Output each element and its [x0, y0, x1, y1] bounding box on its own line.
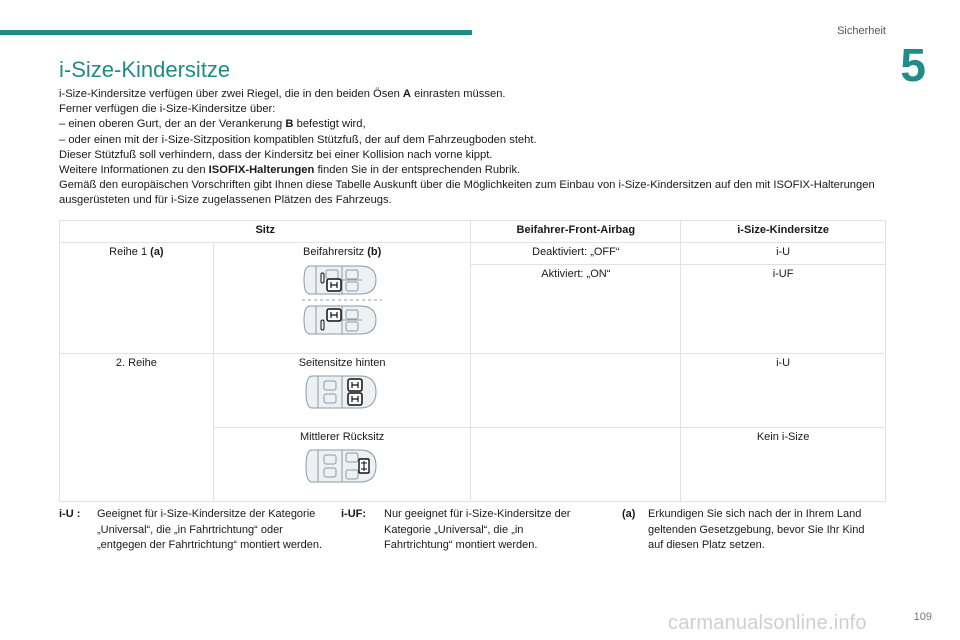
row2-side-isize: i-U [680, 353, 886, 428]
text: Weitere Informationen zu den [59, 164, 209, 177]
row2-middle-airbag [470, 427, 682, 502]
text: – einen oberen Gurt, der an der Veranker… [59, 118, 286, 131]
legend-text: Geeignet für i-Size-Kindersitze der Kate… [97, 508, 323, 551]
intro-paragraph: Weitere Informationen zu den ISOFIX-Halt… [59, 163, 899, 178]
table-row: Reihe 1 (a) Beifahrersitz (b) [59, 241, 886, 354]
intro-paragraph: – oder einen mit der i-Size-Sitzposition… [59, 133, 537, 146]
page-number: 109 [913, 611, 932, 623]
row1-seat: Beifahrersitz (b) [212, 242, 472, 354]
table-row: 2. Reihe Seitensitze hinten i-U [59, 353, 886, 502]
chapter-number: 5 [900, 39, 926, 91]
legend-text: Nur geeignet für i-Size-Kindersitze der … [384, 508, 571, 551]
row1-airbag-on: Aktiviert: „ON“ [470, 264, 682, 354]
chapter-accent-bar [0, 30, 472, 35]
table-row: Mittlerer Rücksitz Kein i-Size [60, 427, 886, 502]
page-title: i-Size-Kindersitze [59, 57, 231, 82]
table-row: Aktiviert: „ON“ i-UF [60, 264, 886, 354]
text: Reihe 1 [109, 246, 151, 258]
text: (a) [150, 246, 164, 258]
legend-key: i-U : [59, 508, 81, 520]
legend-text: Erkundigen Sie sich nach der in Ihrem La… [648, 508, 865, 551]
text: i-Size-Kindersitze verfügen über zwei Ri… [59, 88, 403, 100]
anchor-b-label: B [285, 118, 294, 131]
chapter-name: Sicherheit [837, 25, 886, 37]
anchor-a-label: A [402, 88, 411, 100]
car-seat-front-icon [302, 265, 383, 335]
intro-paragraph: Dieser Stützfuß soll verhindern, dass de… [59, 148, 493, 161]
isofix-link-text: ISOFIX-Halterungen [208, 164, 315, 177]
text: (b) [367, 246, 382, 258]
text: Beifahrersitz [303, 246, 368, 258]
text: befestigt wird, [293, 118, 366, 131]
row2-middle-seat: Mittlerer Rücksitz [212, 427, 472, 502]
text: finden Sie in der entsprechenden Rubrik. [314, 164, 521, 177]
row1-isize-on: i-UF [680, 264, 886, 354]
row1-label: Reihe 1 (a) [59, 242, 214, 354]
header-airbag: Beifahrer-Front-Airbag [470, 220, 682, 243]
header-isize: i-Size-Kindersitze [680, 220, 886, 243]
row2-side-seats: Seitensitze hinten [212, 353, 472, 428]
row1-isize-off: i-U [680, 241, 886, 266]
row1-airbag-off: Deaktiviert: „OFF“ [470, 241, 682, 266]
car-seat-rear-sides-icon [305, 375, 377, 409]
legend-key: (a) [622, 508, 636, 520]
text: einrasten müssen. [411, 88, 506, 100]
row2-label: 2. Reihe [59, 353, 214, 502]
car-seat-rear-middle-icon [305, 449, 377, 483]
row2-middle-isize: Kein i-Size [680, 427, 886, 502]
row2-side-airbag [470, 353, 682, 428]
header-seat: Sitz [58, 220, 472, 243]
intro-paragraph: Ferner verfügen die i-Size-Kindersitze ü… [59, 103, 276, 116]
seat-table: Sitz Beifahrer-Front-Airbag i-Size-Kinde… [58, 220, 886, 502]
table-header-row: Sitz Beifahrer-Front-Airbag i-Size-Kinde… [58, 220, 886, 243]
legend-key: i-UF: [341, 508, 367, 520]
watermark: carmanualsonline.info [668, 612, 867, 634]
text: Mittlerer Rücksitz [299, 431, 385, 443]
text: Seitensitze hinten [298, 357, 386, 369]
intro-text: i-Size-Kindersitze verfügen über zwei Ri… [59, 87, 899, 209]
intro-paragraph: – einen oberen Gurt, der an der Veranker… [59, 117, 899, 132]
intro-paragraph: Gemäß den europäischen Vorschriften gibt… [59, 179, 875, 207]
intro-paragraph: i-Size-Kindersitze verfügen über zwei Ri… [59, 87, 899, 102]
